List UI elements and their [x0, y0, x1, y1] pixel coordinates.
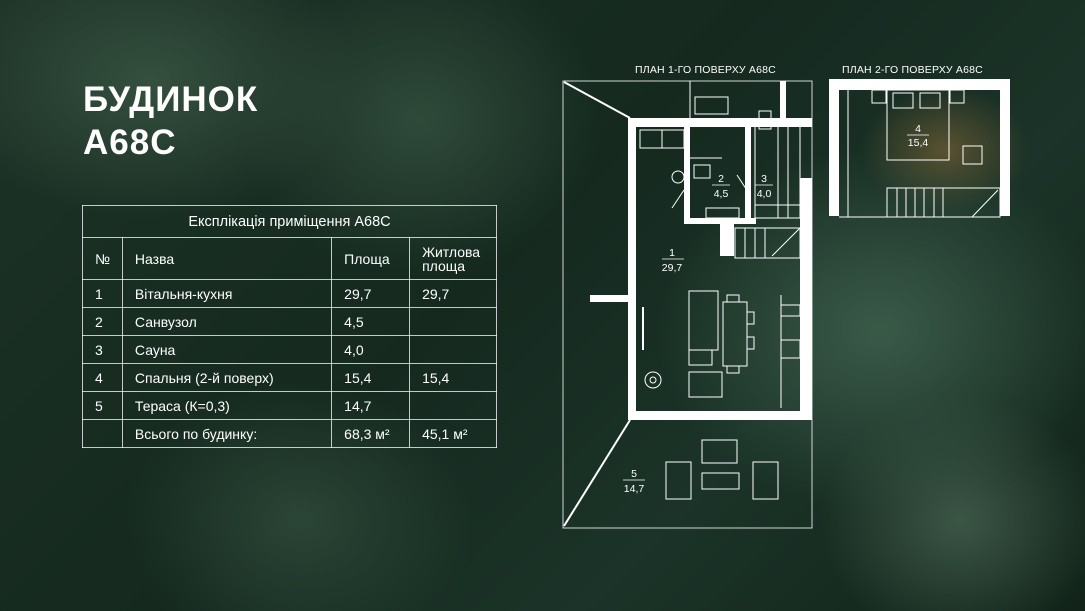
fence-line: [563, 419, 631, 527]
dining-table: [722, 301, 748, 367]
room-labels: 1 29,7 2 4,5 3 4,0 5 14,7 4 15,4: [623, 123, 929, 495]
bed: [886, 89, 950, 161]
cell-area: 29,7: [331, 279, 411, 308]
cell-living: 15,4: [409, 363, 497, 392]
room-1-num: 1: [669, 247, 675, 259]
plan2-label: ПЛАН 2-ГО ПОВЕРХУ А68С: [842, 64, 983, 76]
cell-name: Спальня (2-й поверх): [121, 363, 333, 392]
grill-icon: [694, 96, 729, 115]
cell-area: 15,4: [331, 363, 411, 392]
fence-line: [563, 81, 631, 119]
terrace-armchair: [701, 439, 738, 464]
room-2-num: 2: [718, 173, 724, 185]
total-area: 68,3 м²: [331, 419, 411, 448]
room-5-num: 5: [631, 468, 637, 480]
cell-num: [82, 419, 123, 448]
table-header-row: № Назва Площа Житлова площа: [82, 237, 497, 280]
cell-area: 4,0: [331, 335, 411, 364]
title-line-1: БУДИНОК: [83, 80, 259, 119]
room-4-area: 15,4: [908, 137, 929, 149]
header-living: Житлова площа: [409, 237, 497, 280]
room-2-area: 4,5: [714, 188, 729, 200]
plan1-label: ПЛАН 1-ГО ПОВЕРХУ А68С: [635, 64, 776, 76]
room-3-area: 4,0: [757, 188, 772, 200]
floor-plan-1: [562, 80, 813, 529]
room-explication-table: Експлікація приміщення А68С № Назва Площ…: [82, 205, 497, 448]
cell-num: 1: [82, 279, 123, 308]
room-4-num: 4: [915, 123, 921, 135]
cell-name: Тераса (К=0,3): [121, 391, 333, 420]
header-name: Назва: [121, 237, 333, 280]
title-line-2: А68С: [83, 123, 177, 162]
cell-name: Санвузол: [121, 307, 333, 336]
cell-num: 3: [82, 335, 123, 364]
page-title: БУДИНОК А68С: [83, 78, 258, 164]
cell-living: [409, 335, 497, 364]
total-label: Всього по будинку:: [121, 419, 333, 448]
cell-area: 14,7: [331, 391, 411, 420]
cell-living: 29,7: [409, 279, 497, 308]
total-living: 45,1 м²: [409, 419, 497, 448]
sofa: [688, 290, 719, 351]
room-5-area: 14,7: [624, 483, 645, 495]
floor-plan-2: [829, 79, 1010, 218]
fireplace: [644, 371, 662, 389]
cell-num: 5: [82, 391, 123, 420]
stairs: [734, 227, 801, 259]
table-caption: Експлікація приміщення А68С: [82, 205, 497, 238]
room-3-num: 3: [761, 173, 767, 185]
cell-name: Вітальня-кухня: [121, 279, 333, 308]
room-1-area: 29,7: [662, 262, 683, 274]
cell-area: 4,5: [331, 307, 411, 336]
walls: [590, 81, 812, 420]
